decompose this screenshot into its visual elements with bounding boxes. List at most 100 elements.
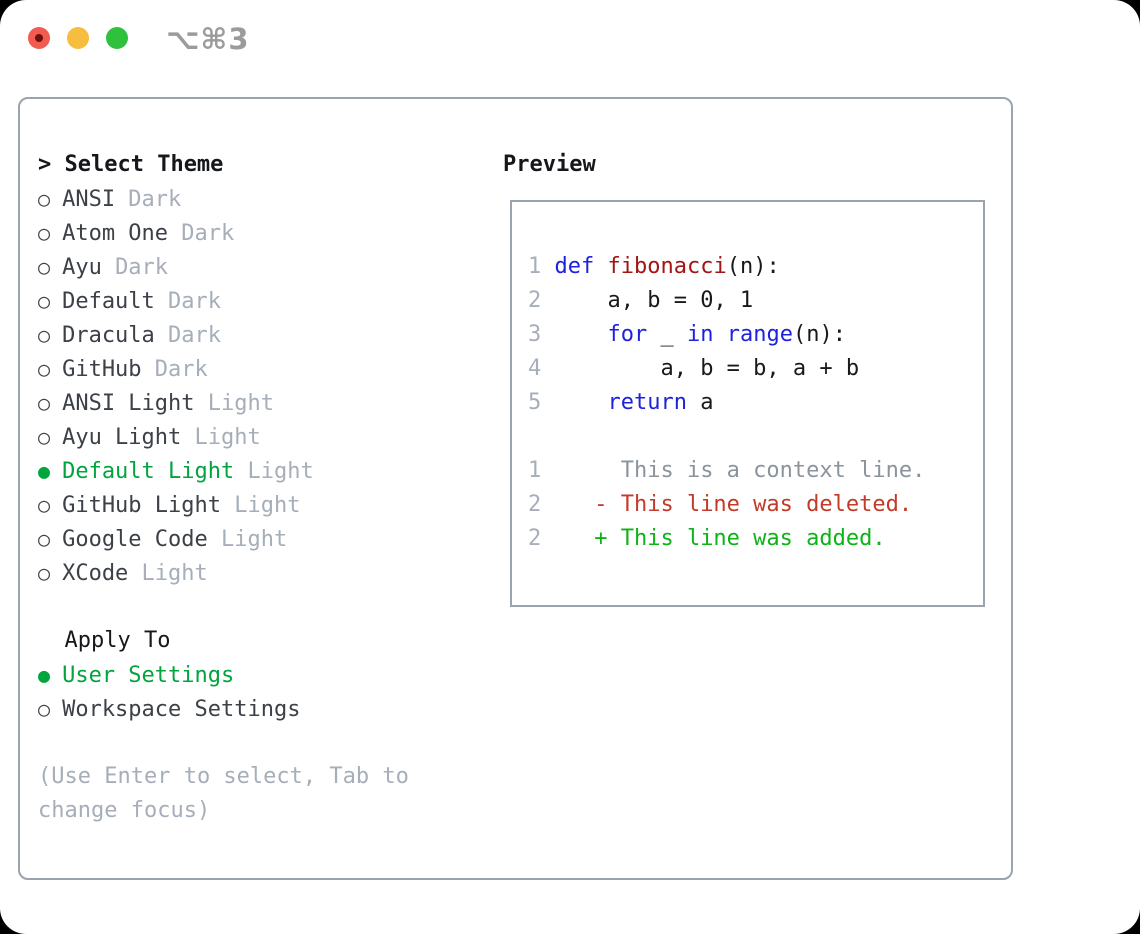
code-line: 1 This is a context line. — [528, 454, 983, 488]
close-button[interactable] — [28, 27, 50, 49]
apply-to-option[interactable]: ○ Workspace Settings — [38, 692, 409, 726]
theme-variant-tag: Light — [141, 561, 208, 586]
theme-variant-tag: Dark — [181, 221, 235, 246]
apply-to-option[interactable]: ●User Settings — [38, 658, 409, 692]
code-segment: _ — [647, 322, 687, 347]
code-segment: a, b = 0, 1 — [541, 288, 754, 313]
theme-option[interactable]: ○ Default Dark — [38, 284, 409, 318]
radio-icon: ○ — [38, 561, 51, 585]
code-segment: def — [554, 254, 595, 279]
minimize-button[interactable] — [67, 27, 89, 49]
theme-name: Atom One — [62, 221, 169, 246]
zoom-button[interactable] — [106, 27, 128, 49]
select-theme-header: > Select Theme — [38, 148, 409, 182]
help-text: (Use Enter to select, Tab to change focus… — [38, 760, 409, 828]
theme-name: XCode — [62, 561, 129, 586]
cursor-prefix: > — [38, 152, 52, 177]
window-title: ⌥⌘3 — [166, 22, 250, 56]
selected-radio-icon: ● — [38, 459, 51, 483]
radio-icon: ○ — [38, 527, 51, 551]
theme-variant-tag: Dark — [168, 289, 222, 314]
code-segment — [541, 322, 607, 347]
code-segment: - This line was deleted. — [541, 492, 913, 517]
code-line: 2 + This line was added. — [528, 522, 983, 556]
code-segment: a, b = b, a + b — [541, 356, 860, 381]
theme-name: Ayu Light — [62, 425, 182, 450]
radio-icon: ○ — [38, 425, 51, 449]
radio-icon: ○ — [38, 187, 51, 211]
line-number: 5 — [528, 390, 542, 415]
code-segment: fibonacci — [607, 254, 727, 279]
theme-variant-tag: Light — [207, 391, 274, 416]
code-line: 1 def fibonacci(n): — [528, 250, 983, 284]
window-modified-dot — [35, 34, 43, 42]
code-line: 5 return a — [528, 386, 983, 420]
line-number: 1 — [528, 254, 542, 279]
spacer — [38, 726, 409, 760]
theme-name: ANSI — [62, 187, 116, 212]
line-number: 2 — [528, 288, 542, 313]
theme-name: GitHub — [62, 357, 142, 382]
radio-icon: ○ — [38, 697, 51, 721]
help-text-line: (Use Enter to select, Tab to — [38, 764, 409, 789]
line-number: 2 — [528, 492, 542, 517]
code-segment — [541, 254, 554, 279]
apply-to-label: Apply To — [64, 628, 171, 653]
theme-option[interactable]: ○ Google Code Light — [38, 522, 409, 556]
code-line: 3 for _ in range(n): — [528, 318, 983, 352]
code-segment — [594, 254, 607, 279]
radio-icon: ○ — [38, 391, 51, 415]
radio-icon: ○ — [38, 255, 51, 279]
code-line: 4 a, b = b, a + b — [528, 352, 983, 386]
theme-name: Ayu — [62, 255, 102, 280]
theme-name: Default — [62, 289, 155, 314]
line-number: 3 — [528, 322, 542, 347]
apply-to-options: ●User Settings ○ Workspace Settings — [38, 658, 409, 726]
preview-header: Preview — [503, 152, 596, 177]
help-text-line: change focus) — [38, 798, 211, 823]
theme-option[interactable]: ○ Dracula Dark — [38, 318, 409, 352]
radio-icon: ○ — [38, 323, 51, 347]
theme-option[interactable]: ○ Ayu Light Light — [38, 420, 409, 454]
select-theme-label: Select Theme — [64, 152, 224, 177]
apply-to-option-label: User Settings — [62, 663, 235, 688]
theme-variant-tag: Dark — [168, 323, 222, 348]
code-line — [528, 420, 983, 454]
spacer — [38, 590, 409, 624]
code-segment: (n): — [792, 322, 846, 347]
radio-icon: ○ — [38, 289, 51, 313]
radio-icon: ○ — [38, 493, 51, 517]
theme-variant-tag: Light — [194, 425, 261, 450]
radio-icon: ○ — [38, 221, 51, 245]
code-segment: for — [607, 322, 648, 347]
theme-variant-tag: Dark — [128, 187, 182, 212]
theme-variant-tag: Light — [221, 527, 288, 552]
code-line: 2 a, b = 0, 1 — [528, 284, 983, 318]
apply-to-header: Apply To — [38, 624, 409, 658]
line-number: 1 — [528, 458, 542, 483]
code-segment: in — [686, 322, 714, 347]
theme-option[interactable]: ○ XCode Light — [38, 556, 409, 590]
code-segment: (n): — [726, 254, 780, 279]
theme-name: Google Code — [62, 527, 208, 552]
code-segment: This is a context line. — [541, 458, 926, 483]
code-segment — [713, 322, 726, 347]
code-segment: + This line was added. — [541, 526, 886, 551]
code-segment: a — [686, 390, 714, 415]
theme-option[interactable]: ○ Atom One Dark — [38, 216, 409, 250]
line-number: 4 — [528, 356, 542, 381]
theme-name: Dracula — [62, 323, 155, 348]
line-number: 2 — [528, 526, 542, 551]
theme-variant-tag: Light — [234, 493, 301, 518]
apply-to-option-label: Workspace Settings — [62, 697, 301, 722]
theme-option[interactable]: ○ ANSI Dark — [38, 182, 409, 216]
